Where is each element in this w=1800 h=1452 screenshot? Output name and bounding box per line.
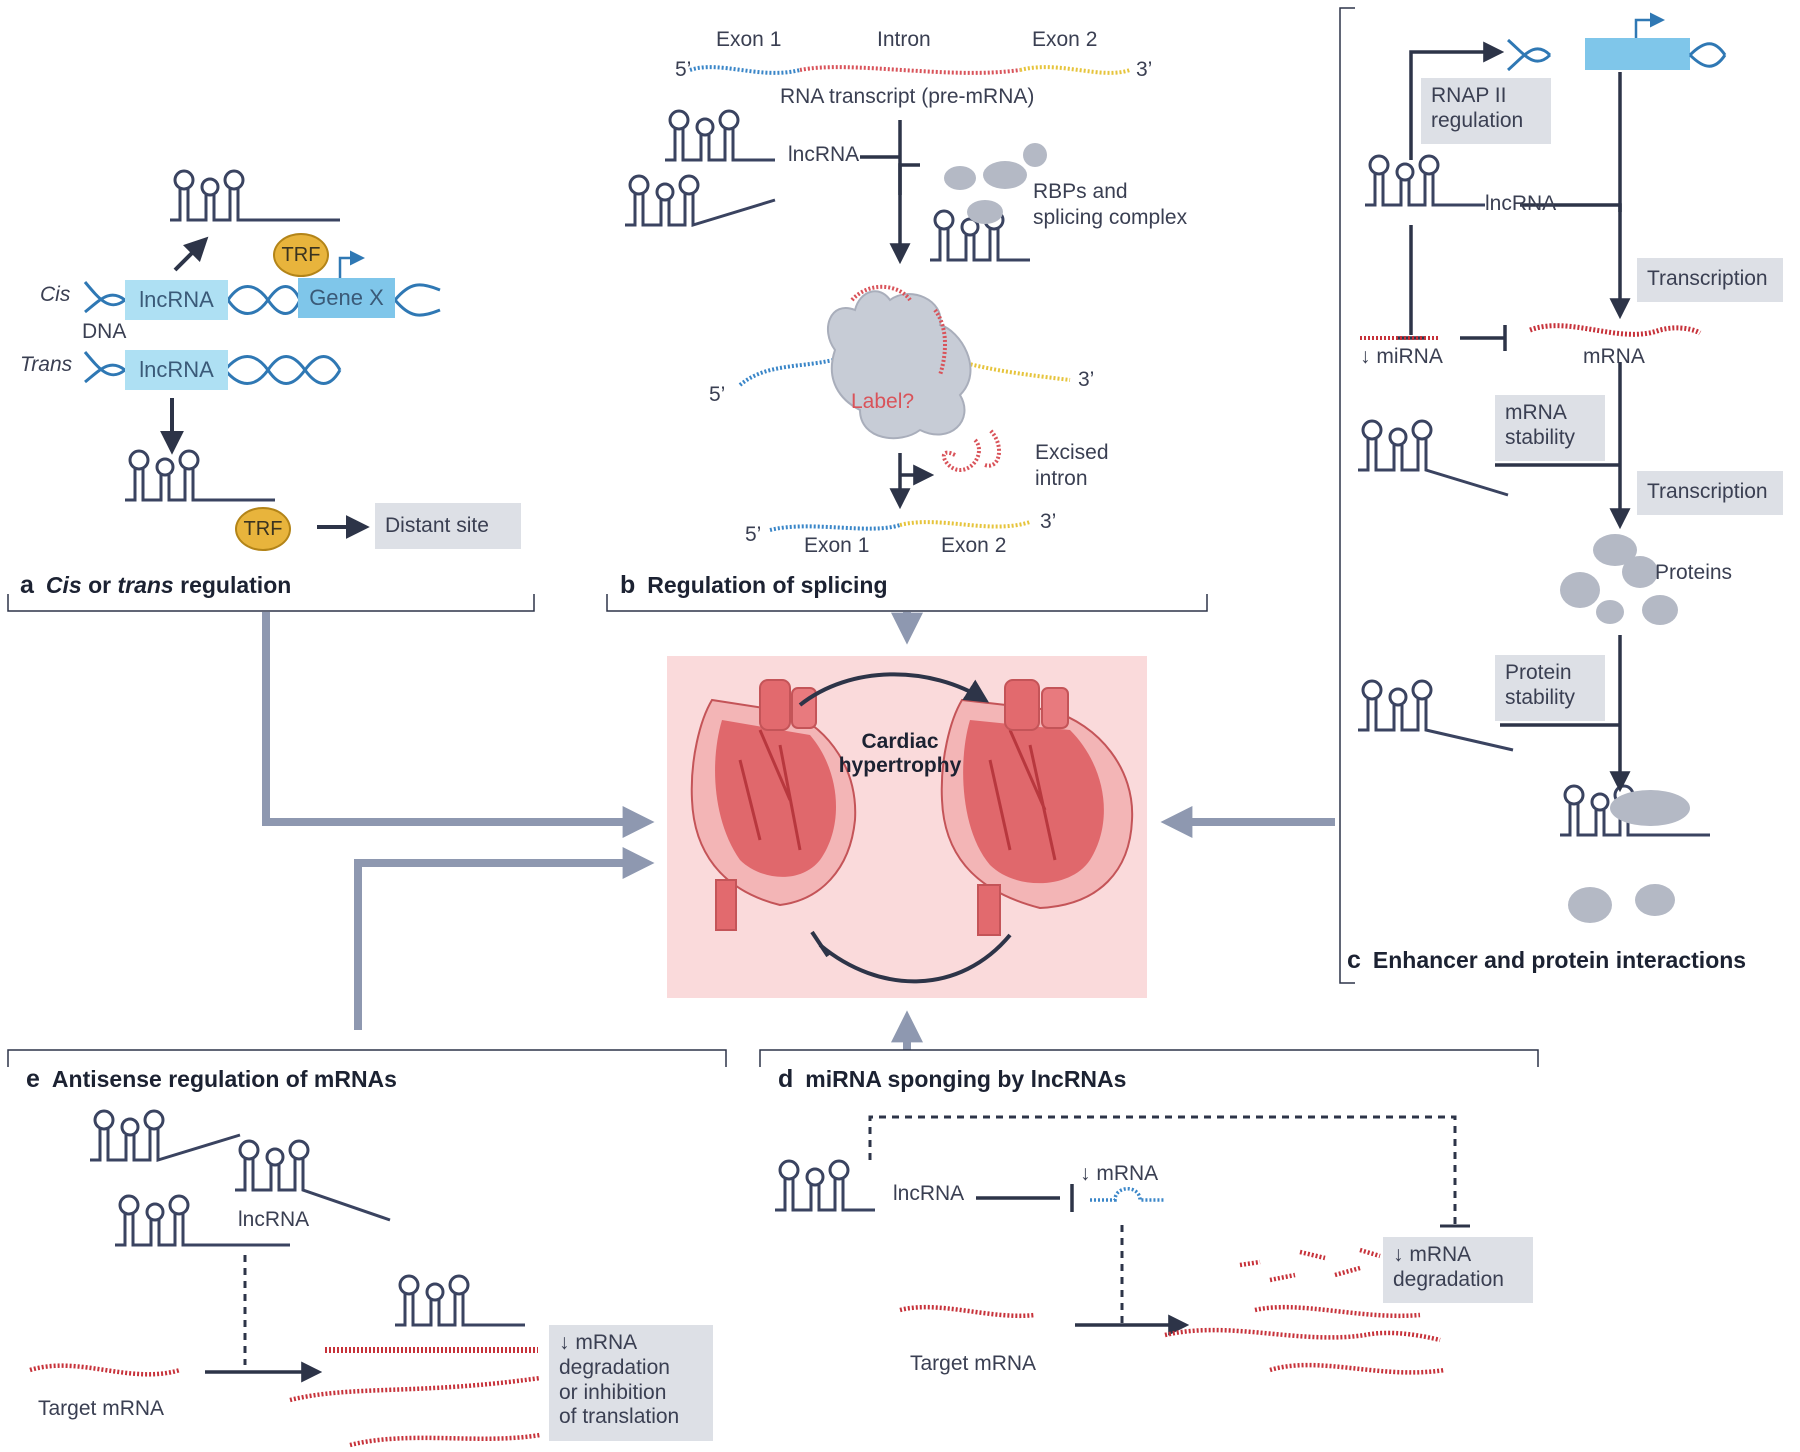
transcription-box-1: Transcription bbox=[1637, 258, 1783, 302]
five-prime-mid: 5’ bbox=[709, 383, 726, 406]
exon2-bottom-label: Exon 2 bbox=[941, 534, 1007, 557]
rbp-blobs bbox=[944, 143, 1047, 224]
lncrna-gene-trans: lncRNA bbox=[125, 350, 228, 390]
intron-label: Intron bbox=[877, 28, 931, 51]
panel-d-graphics bbox=[868, 1115, 1470, 1375]
hypertrophy-arrow bbox=[798, 672, 990, 707]
target-mrna-label-d: Target mRNA bbox=[910, 1352, 1037, 1375]
spliceosome-label: Label? bbox=[851, 390, 915, 413]
trf-top: TRF bbox=[273, 233, 329, 277]
gene-x: Gene X bbox=[298, 278, 395, 318]
transcription-box-2: Transcription bbox=[1637, 471, 1783, 515]
three-prime-top: 3’ bbox=[1136, 58, 1153, 81]
excised-label-2: intron bbox=[1035, 467, 1088, 490]
target-mrna-label-e: Target mRNA bbox=[38, 1397, 165, 1420]
mirna-label-c: ↓ miRNA bbox=[1360, 345, 1443, 368]
excised-label-1: Excised bbox=[1035, 441, 1109, 464]
panel-a-graphics bbox=[83, 236, 441, 539]
three-prime-mid: 3’ bbox=[1078, 368, 1095, 391]
cis-label: Cis bbox=[40, 283, 71, 306]
flow-arrows bbox=[262, 612, 1335, 1050]
exon1-top-label: Exon 1 bbox=[716, 28, 782, 51]
mrna-down-label: ↓ mRNA bbox=[1080, 1162, 1159, 1185]
lncrna-label-c: lncRNA bbox=[1485, 192, 1557, 215]
transcript-label: RNA transcript (pre-mRNA) bbox=[780, 85, 1035, 108]
lncrna-label-b: lncRNA bbox=[788, 143, 860, 166]
exon2-top-label: Exon 2 bbox=[1032, 28, 1098, 51]
trans-label: Trans bbox=[20, 353, 73, 376]
trf-bottom: TRF bbox=[235, 507, 291, 551]
panel-b-rna bbox=[689, 65, 1131, 532]
lncrna-hairpins bbox=[90, 109, 1710, 1327]
lncrna-label-e: lncRNA bbox=[238, 1208, 310, 1231]
panel-brackets bbox=[7, 7, 1539, 1067]
panel-e-graphics bbox=[29, 1255, 541, 1448]
heart-left bbox=[690, 679, 857, 931]
distant-site-box: Distant site bbox=[375, 503, 521, 549]
heart-right bbox=[940, 679, 1134, 936]
five-prime-top: 5’ bbox=[675, 58, 692, 81]
rbps-label-2: splicing complex bbox=[1033, 206, 1188, 229]
exon1-bottom-label: Exon 1 bbox=[804, 534, 870, 557]
three-prime-bottom: 3’ bbox=[1040, 510, 1057, 533]
lncrna-gene-cis: lncRNA bbox=[125, 280, 228, 320]
rbps-label-1: RBPs and bbox=[1033, 180, 1128, 203]
spliceosome bbox=[826, 284, 972, 440]
panel-b-arrows bbox=[860, 120, 935, 510]
dna-label: DNA bbox=[82, 320, 127, 343]
panel-c-graphics bbox=[1360, 12, 1727, 923]
proteins-label: Proteins bbox=[1655, 561, 1733, 584]
five-prime-bottom: 5’ bbox=[745, 523, 762, 546]
lncrna-label-d: lncRNA bbox=[893, 1182, 965, 1205]
mrna-label-c: mRNA bbox=[1583, 345, 1645, 368]
regression-inhibit bbox=[818, 933, 1012, 984]
